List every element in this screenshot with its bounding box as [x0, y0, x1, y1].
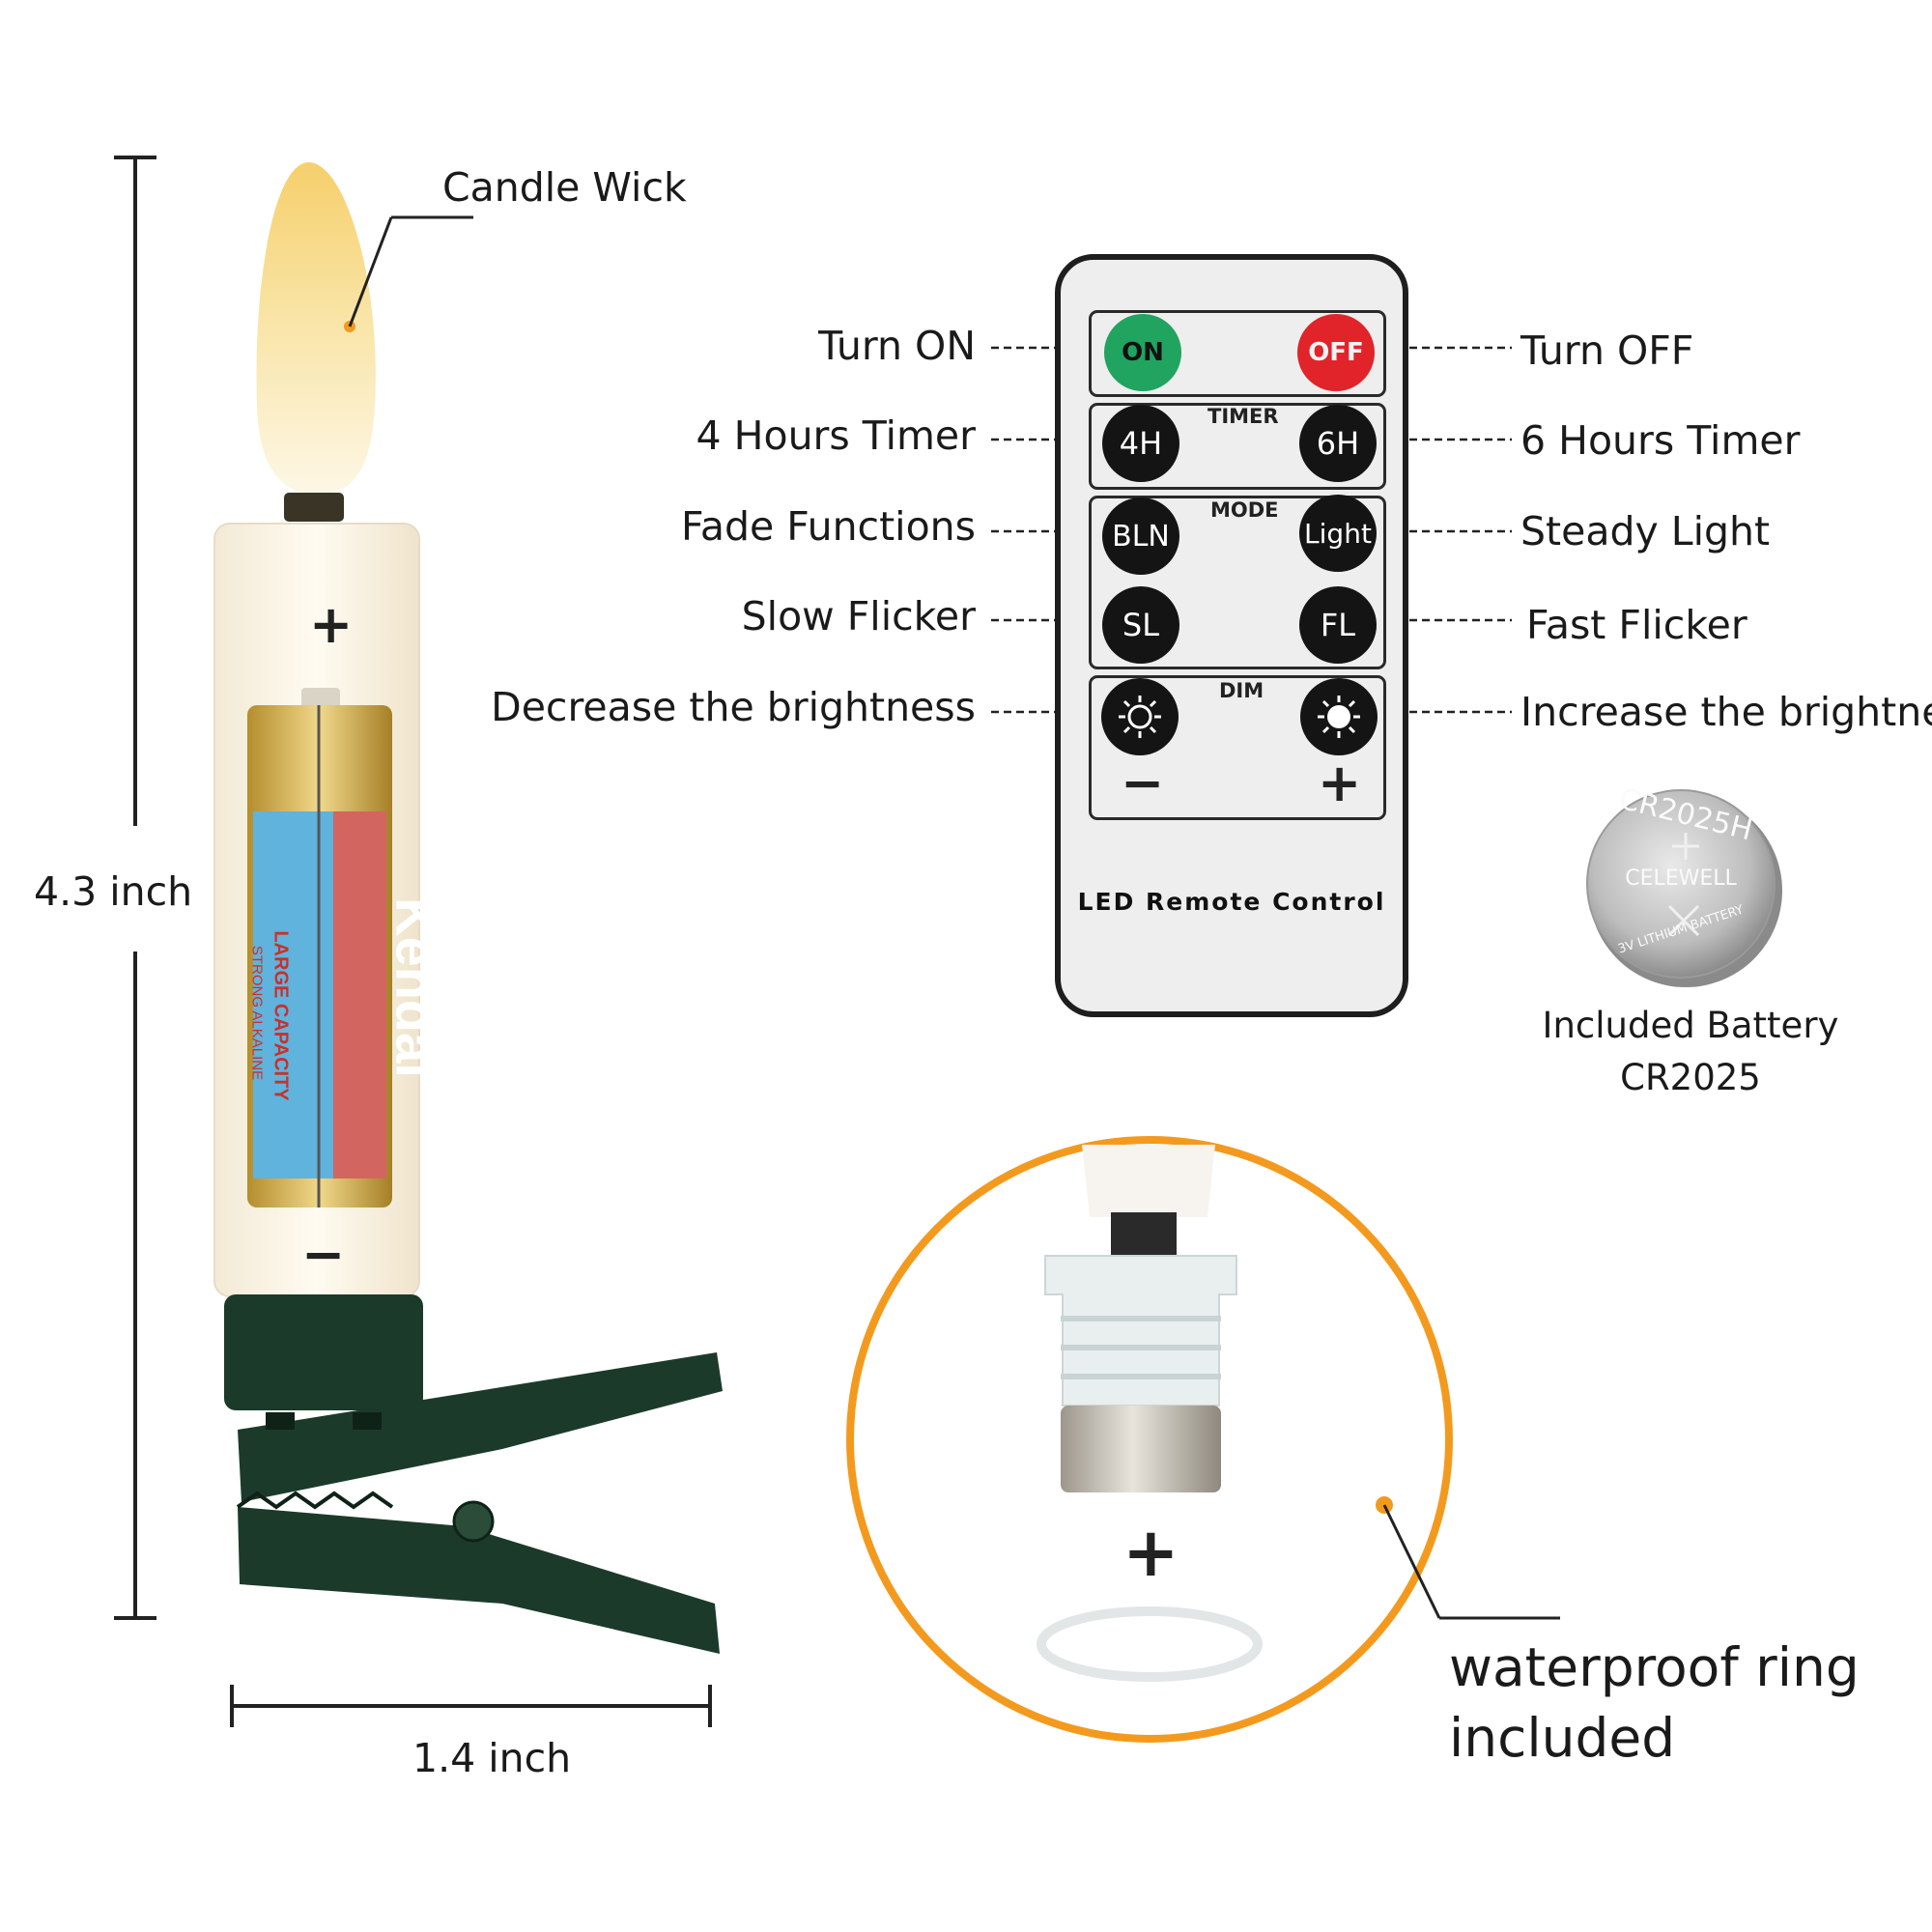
candle-plus-sign: +: [309, 594, 354, 655]
dim-title: DIM: [1219, 679, 1264, 702]
coin-battery: [1586, 789, 1782, 987]
callout-decrease: Decrease the brightness: [491, 684, 976, 730]
callout-6h-timer: 6 Hours Timer: [1520, 417, 1801, 464]
battery-brand: Kendal: [384, 897, 446, 1078]
led-remote-control: ON OFF TIMER 4H 6H MODE BLN Light SL FL …: [1055, 254, 1408, 1017]
callout-turn-off: Turn OFF: [1520, 327, 1694, 374]
callout-slow-flicker: Slow Flicker: [741, 593, 976, 639]
width-dimension: [230, 1685, 712, 1727]
timer-group: [1089, 403, 1386, 490]
callout-4h-timer: 4 Hours Timer: [696, 412, 976, 459]
callout-steady: Steady Light: [1520, 508, 1771, 554]
brightness-up-button[interactable]: [1300, 678, 1378, 755]
flame-icon: [256, 162, 376, 495]
timer-6h-button[interactable]: 6H: [1299, 405, 1377, 482]
battery-alkaline: STRONG ALKALINE: [248, 945, 266, 1081]
dim-minus-sign: −: [1121, 753, 1165, 813]
mode-title: MODE: [1210, 498, 1279, 522]
callout-fade: Fade Functions: [681, 503, 976, 550]
sun-filled-icon: [1318, 696, 1360, 738]
off-button[interactable]: OFF: [1297, 314, 1375, 391]
callout-increase: Increase the brightness: [1520, 689, 1932, 735]
candle-minus-sign: −: [301, 1224, 346, 1285]
coin-brand: CELEWELL: [1625, 867, 1737, 891]
bln-button[interactable]: BLN: [1102, 497, 1179, 575]
sun-outline-icon: [1119, 696, 1161, 738]
fl-button[interactable]: FL: [1299, 586, 1377, 664]
waterproof-line1: waterproof ring: [1449, 1636, 1860, 1698]
brightness-down-button[interactable]: [1101, 678, 1179, 755]
waterproof-plus-sign: +: [1122, 1513, 1179, 1592]
on-button[interactable]: ON: [1104, 314, 1181, 391]
included-battery-line1: Included Battery: [1542, 1005, 1839, 1046]
waterproof-caption: waterproof ring included: [1449, 1633, 1860, 1773]
sl-button[interactable]: SL: [1102, 586, 1179, 664]
height-dimension: [114, 156, 156, 1620]
remote-title: LED Remote Control: [1077, 888, 1386, 916]
candle-wick-label: Candle Wick: [442, 164, 687, 211]
mode-group: [1089, 496, 1386, 669]
remote-callout-lines: [991, 346, 1512, 714]
height-label: 4.3 inch: [34, 868, 193, 915]
width-label: 1.4 inch: [412, 1735, 572, 1781]
waterproof-detail: [846, 1136, 1560, 1743]
dim-group: [1089, 675, 1386, 820]
dim-plus-sign: +: [1318, 753, 1362, 813]
candle-illustration: [213, 162, 723, 1654]
battery-capacity: LARGE CAPACITY: [270, 930, 292, 1101]
included-battery-line2: CR2025: [1620, 1056, 1761, 1098]
callout-fast-flicker: Fast Flicker: [1526, 602, 1747, 648]
light-button[interactable]: Light: [1299, 495, 1377, 572]
waterproof-line2: included: [1449, 1706, 1676, 1769]
callout-turn-on: Turn ON: [818, 323, 976, 369]
timer-title: TIMER: [1208, 405, 1279, 428]
timer-4h-button[interactable]: 4H: [1102, 405, 1179, 482]
power-group: [1089, 310, 1386, 397]
included-battery-caption: Included Battery CR2025: [1526, 1000, 1855, 1103]
wick-callout-line: [344, 215, 473, 332]
